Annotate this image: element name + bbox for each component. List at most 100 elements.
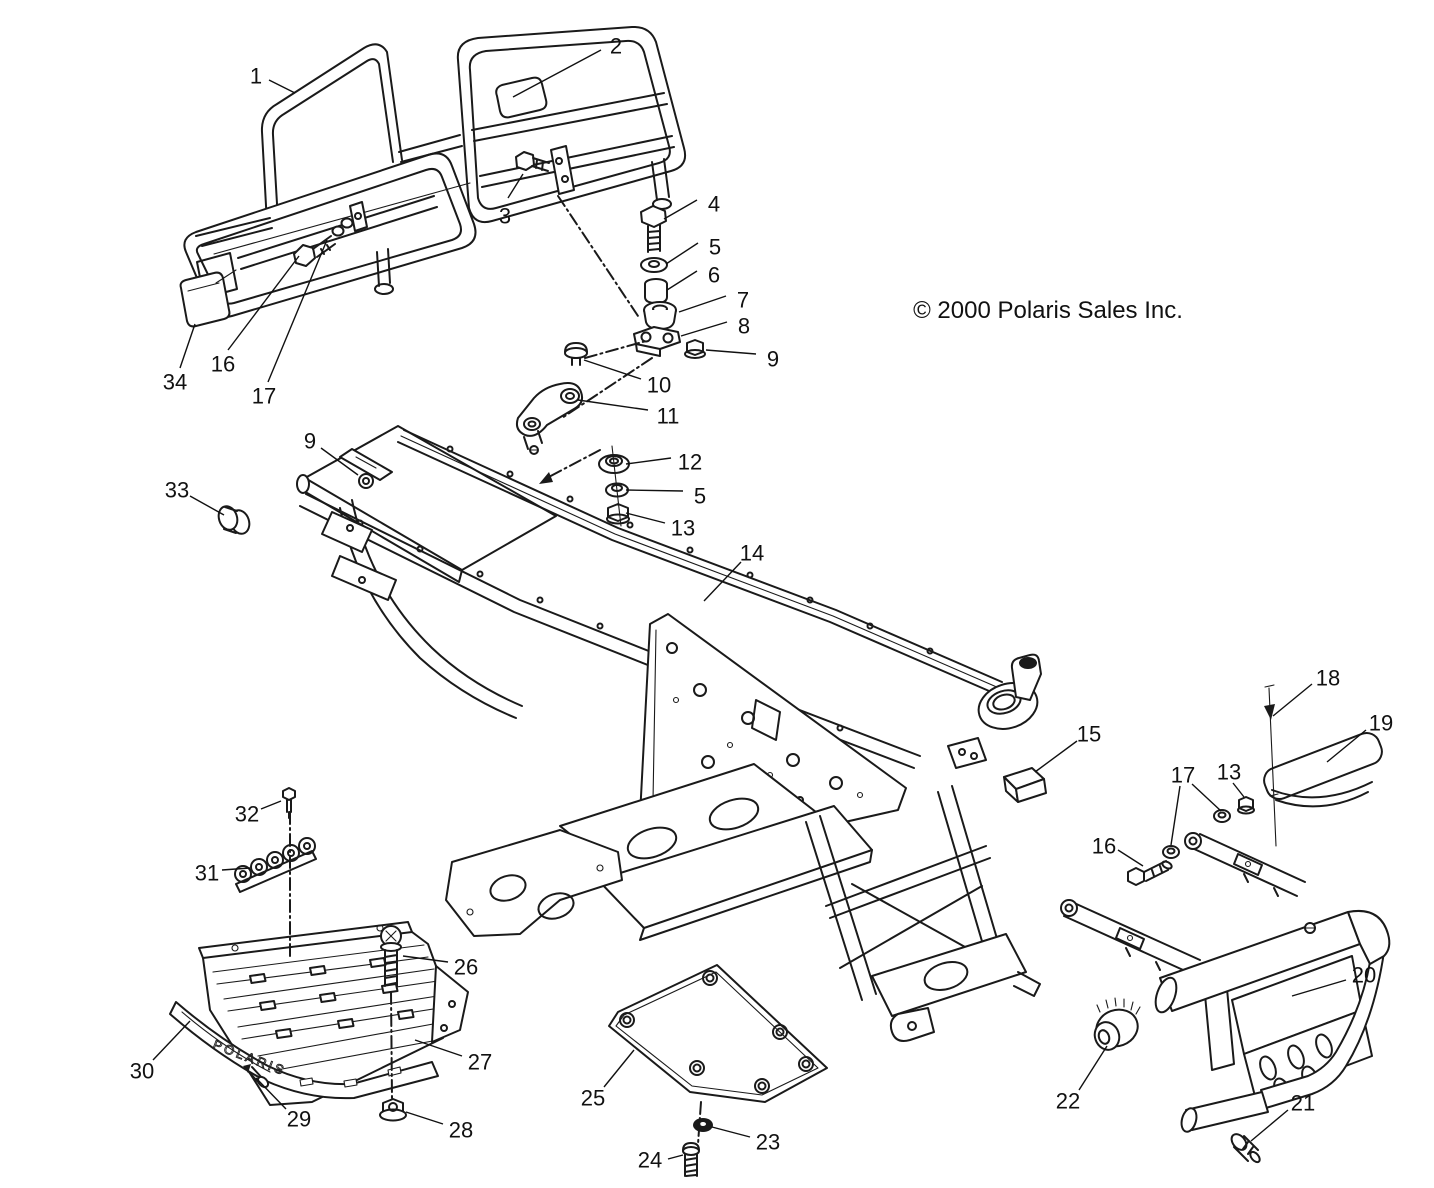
washer-part17-a [1162, 845, 1180, 859]
part-label-28: 28 [449, 1118, 473, 1143]
part-label-17: 17 [252, 384, 276, 409]
part-label-23: 23 [756, 1130, 780, 1155]
part-label-5: 5 [709, 235, 721, 260]
part-label-9: 9 [304, 429, 316, 454]
leader-line-part-18 [1272, 683, 1313, 717]
leader-line-part-13 [1232, 782, 1245, 798]
bolt-part24 [682, 1142, 700, 1177]
pin-part18 [1264, 684, 1279, 847]
bolt-part16-bumper [1127, 860, 1173, 886]
front-bumper-art [1060, 684, 1391, 1164]
part-label-29: 29 [287, 1107, 311, 1132]
part-label-12: 12 [678, 450, 702, 475]
frame-art [217, 425, 1047, 1042]
bolt-part26 [380, 925, 402, 987]
leader-line-part-9 [705, 349, 757, 355]
leader-line-part-13 [625, 512, 666, 524]
part-label-1: 1 [250, 64, 262, 89]
skid-plate-art [608, 964, 828, 1177]
part-label-21: 21 [1291, 1091, 1315, 1116]
diagram-artwork [169, 25, 1391, 1177]
bolt-part21 [1230, 1133, 1261, 1164]
leader-line-part-16 [1117, 849, 1144, 867]
leader-line-part-29 [255, 1077, 287, 1110]
leader-line-part-5 [625, 489, 684, 492]
part-label-24: 24 [638, 1148, 662, 1173]
leader-line-part-20 [1291, 979, 1347, 997]
copyright-text: © 2000 Polaris Sales Inc. [913, 297, 1183, 324]
leader-line-part-6 [666, 270, 698, 291]
leader-line-part-4 [663, 199, 698, 220]
reflector-part34 [179, 271, 231, 328]
skid-plate-part25 [608, 964, 828, 1103]
part-label-10: 10 [647, 373, 671, 398]
part-label-22: 22 [1056, 1089, 1080, 1114]
part-label-18: 18 [1316, 666, 1340, 691]
leader-line-part-23 [711, 1126, 751, 1138]
part-label-30: 30 [130, 1059, 154, 1084]
mount-hardware-art [515, 205, 706, 527]
part-label-19: 19 [1369, 711, 1393, 736]
leader-line-part-16 [227, 255, 300, 351]
part-label-11: 11 [657, 404, 680, 429]
leader-line-part-8 [680, 321, 728, 337]
washer-part5 [640, 257, 668, 273]
rack-plate-part2 [495, 76, 548, 119]
footrest-art [169, 787, 469, 1122]
part-label-4: 4 [708, 192, 720, 217]
part-label-20: 20 [1352, 963, 1376, 988]
part-label-5: 5 [694, 484, 706, 509]
part-label-13: 13 [1217, 760, 1241, 785]
part-label-16: 16 [211, 352, 235, 377]
bumper-hole-plate [1243, 1009, 1373, 1101]
front-trim-part30 [169, 1001, 439, 1100]
part-label-9: 9 [767, 347, 779, 372]
part-label-2: 2 [610, 34, 622, 59]
nut-part28 [379, 1098, 407, 1122]
part-label-8: 8 [738, 314, 750, 339]
part-label-14: 14 [740, 541, 764, 566]
washer-part17-b [1213, 809, 1231, 823]
knob-part22 [1093, 997, 1141, 1051]
leader-line-part-12 [625, 457, 672, 465]
block-part15 [1003, 767, 1047, 803]
leader-line-part-11 [577, 399, 649, 411]
leader-line-part-1 [268, 79, 296, 94]
bolt-part4 [640, 205, 667, 228]
leader-line-part-32 [260, 800, 282, 810]
grip-pad-part19 [1263, 731, 1383, 808]
leader-line-part-30 [152, 1020, 191, 1061]
part-label-13: 13 [671, 516, 695, 541]
leader-line-part-34 [179, 323, 196, 369]
nut-part9 [686, 339, 704, 356]
footrest-panel-part27 [198, 921, 469, 1106]
cap-part33 [217, 505, 251, 535]
leader-line-part-5 [665, 242, 699, 265]
washer-part23 [693, 1118, 713, 1132]
leader-line-part-3 [507, 173, 524, 199]
part-label-15: 15 [1077, 722, 1101, 747]
leader-line-part-22 [1078, 1045, 1108, 1091]
leader-line-part-31 [221, 867, 251, 871]
leader-line-part-9 [320, 447, 359, 476]
nut-part13 [607, 503, 629, 522]
leader-line-part-21 [1250, 1109, 1289, 1142]
nut-part9-frame [358, 473, 374, 489]
leader-line-part-19 [1326, 729, 1367, 763]
nut-part13-bumper [1238, 796, 1254, 812]
leader-line-part-14 [703, 561, 742, 602]
screw-part29 [243, 1064, 270, 1089]
part-label-25: 25 [581, 1086, 605, 1111]
leader-line-part-17 [267, 239, 328, 383]
part-label-33: 33 [165, 478, 189, 503]
leader-line-part-26 [402, 955, 449, 963]
part-label-16: 16 [1092, 834, 1116, 859]
leader-line-part-7 [678, 295, 727, 313]
part-label-3: 3 [499, 204, 511, 229]
part-label-6: 6 [708, 263, 720, 288]
leader-line-part-24 [667, 1154, 684, 1160]
leader-line-part-33 [189, 495, 225, 516]
